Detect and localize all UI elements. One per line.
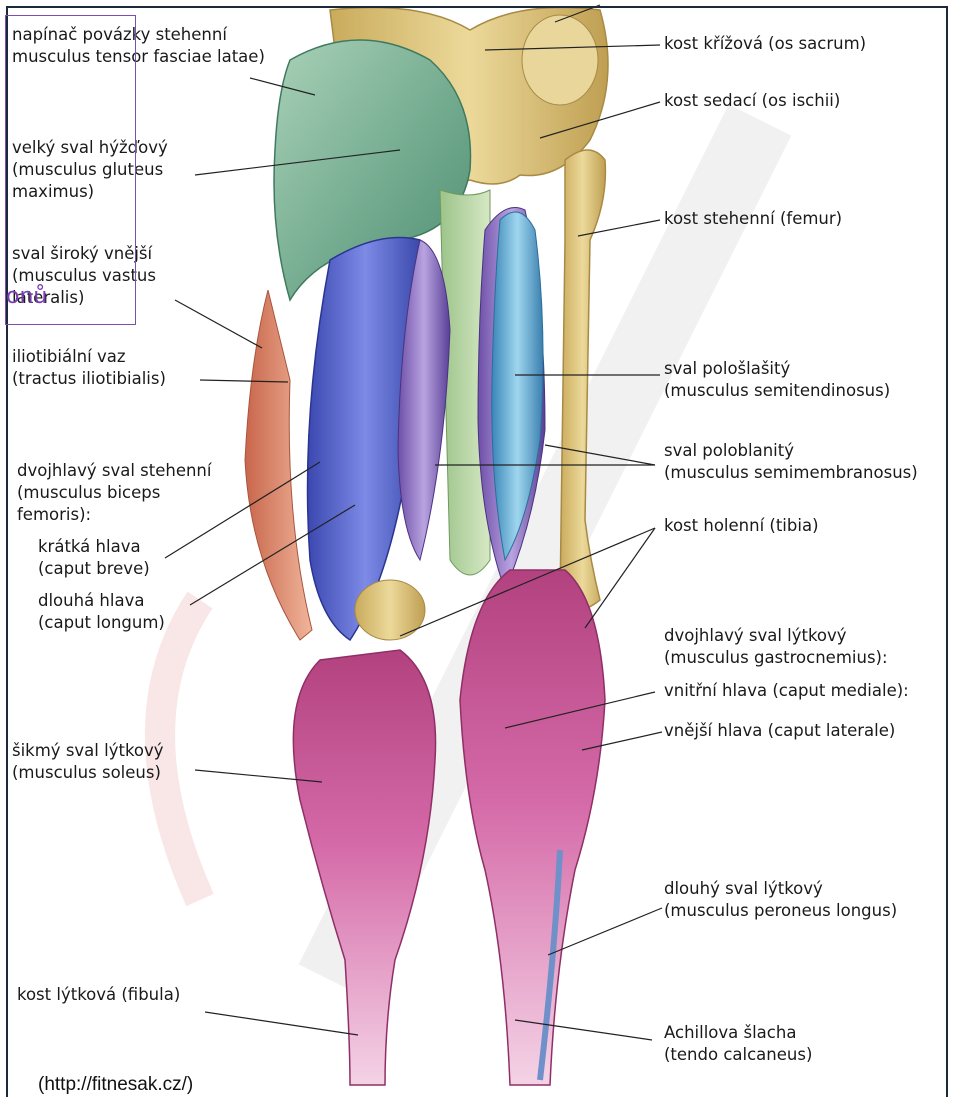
label-medial-head: vnitřní hlava (caput mediale): [664,680,909,702]
overlay-text: onů [6,284,47,309]
label-peroneus-longus: dlouhý sval lýtkový(musculus peroneus lo… [664,878,897,922]
label-achilles-tendon: Achillova šlacha(tendo calcaneus) [664,1022,812,1066]
label-femur: kost stehenní (femur) [664,208,842,230]
label-semimembranosus: sval poloblanitý(musculus semimembranosu… [664,440,918,484]
label-sacrum: kost křížová (os sacrum) [664,33,866,55]
label-fibula: kost lýtková (fibula) [17,984,180,1006]
label-soleus: šikmý sval lýtkový(musculus soleus) [12,740,164,784]
label-iliotibial-tract: iliotibiální vaz(tractus iliotibialis) [12,346,166,390]
label-semitendinosus: sval pološlašitý(musculus semitendinosus… [664,358,890,402]
label-lateral-head: vnější hlava (caput laterale) [664,720,895,742]
label-long-head: dlouhá hlava(caput longum) [38,590,165,634]
selection-box[interactable]: onů [5,15,136,325]
source-credit: (http://fitnesak.cz/) [38,1074,193,1096]
iliotibial-tract [245,290,312,640]
label-ischium: kost sedací (os ischii) [664,90,840,112]
label-gastrocnemius: dvojhlavý sval lýtkový(musculus gastrocn… [664,625,888,669]
label-tibia: kost holenní (tibia) [664,515,819,537]
calf-right [460,570,605,1085]
label-short-head: krátká hlava(caput breve) [38,536,150,580]
calf-left [293,650,435,1085]
